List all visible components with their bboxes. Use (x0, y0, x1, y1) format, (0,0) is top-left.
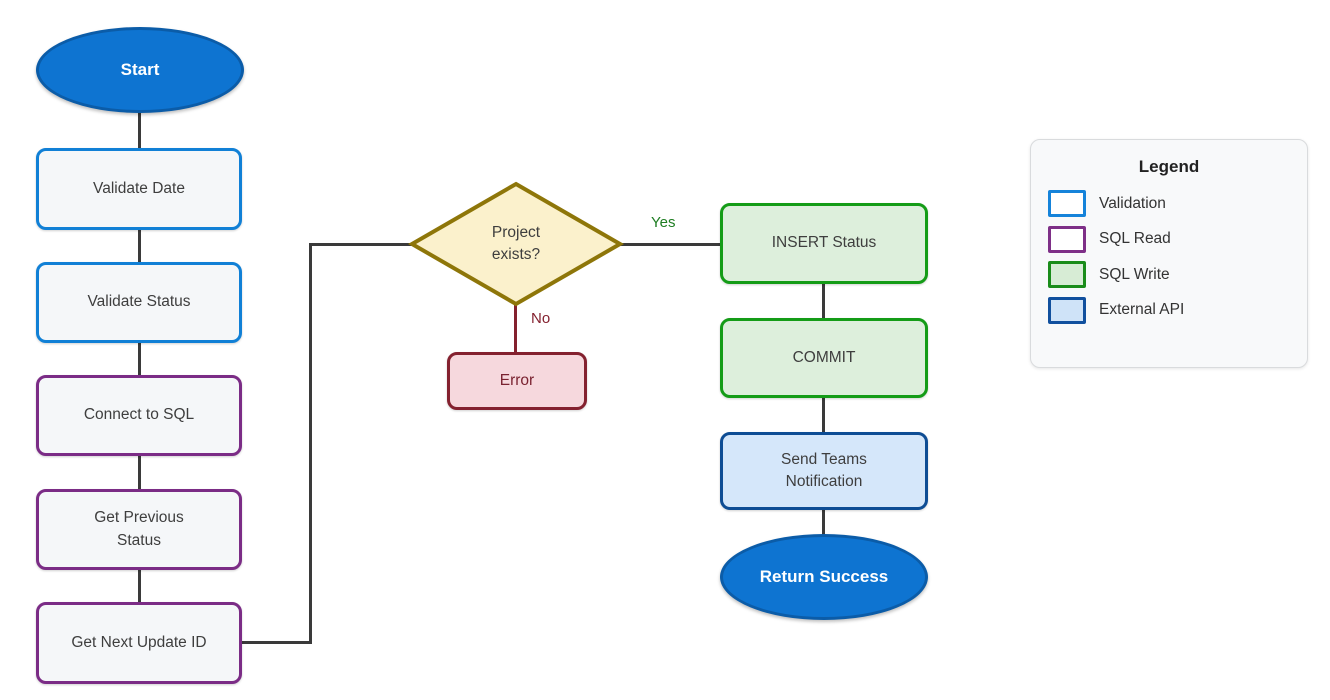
connector-commit-teams (822, 397, 825, 433)
legend-label: External API (1099, 301, 1185, 319)
connector-elbow-decision (309, 243, 412, 246)
decision-diamond-shape (408, 181, 624, 307)
connector-teams-return (822, 509, 825, 536)
node-start: Start (36, 27, 244, 113)
node-return-success: Return Success (720, 534, 928, 620)
node-get-next-update-id: Get Next Update ID (36, 602, 242, 684)
node-validate-status: Validate Status (36, 262, 242, 343)
legend-label: SQL Read (1099, 230, 1171, 248)
connector-decision-no (514, 301, 517, 353)
node-connect-to-sql: Connect to SQL (36, 375, 242, 456)
node-decision-project-exists: Project exists? (491, 223, 541, 263)
legend-swatch-sql-write (1048, 261, 1086, 289)
node-send-teams-notification: Send Teams Notification (720, 432, 928, 510)
connector-decision-yes (620, 243, 720, 246)
node-commit: COMMIT (720, 318, 928, 398)
legend-item-sql-write: SQL Write (1048, 257, 1307, 293)
edge-label-yes: Yes (651, 214, 676, 231)
node-error: Error (447, 352, 587, 410)
legend-swatch-external-api (1048, 296, 1086, 324)
connector-get-previous-get-next (138, 569, 141, 603)
connector-validate-status-connect-sql (138, 342, 141, 376)
legend-item-validation: Validation (1048, 186, 1307, 222)
legend-title: Legend (1138, 157, 1200, 176)
legend-item-sql-read: SQL Read (1048, 222, 1307, 258)
connector-get-next-elbow-vertical (309, 243, 312, 644)
legend-label: SQL Write (1099, 265, 1170, 283)
legend-swatch-sql-read (1048, 225, 1086, 253)
connector-start-validate-date (138, 111, 141, 149)
legend-swatch-validation (1048, 190, 1086, 218)
legend-items: Validation SQL Read SQL Write External A… (1048, 186, 1307, 328)
node-validate-date: Validate Date (36, 148, 242, 230)
legend-panel: Legend Validation SQL Read SQL Write Ext… (1030, 139, 1308, 368)
node-insert-status: INSERT Status (720, 203, 928, 284)
connector-connect-sql-get-previous (138, 455, 141, 490)
connector-insert-commit (822, 283, 825, 319)
legend-item-external-api: External API (1048, 293, 1307, 329)
connector-validate-date-validate-status (138, 229, 141, 263)
legend-label: Validation (1099, 194, 1166, 212)
edge-label-no: No (531, 310, 551, 327)
node-get-previous-status: Get Previous Status (36, 489, 242, 570)
connector-get-next-elbow-bottom (241, 641, 312, 644)
